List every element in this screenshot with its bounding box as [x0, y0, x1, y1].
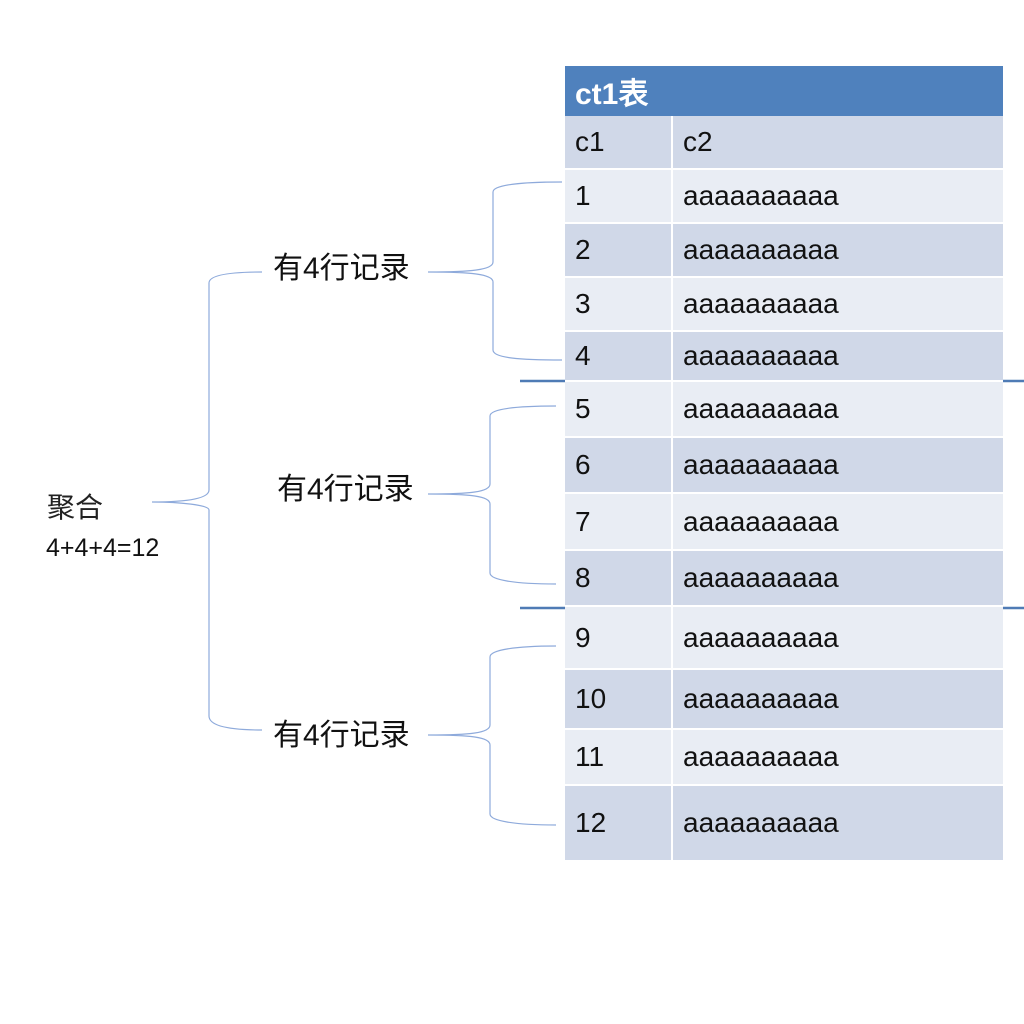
cell-c2: aaaaaaaaaa — [683, 621, 839, 653]
table-title: ct1表 — [565, 66, 1003, 116]
group-1-bracket — [427, 181, 563, 361]
group-label-2: 有4行记录 — [277, 473, 414, 506]
cell-c2: aaaaaaaaaa — [683, 393, 839, 424]
aggregate-formula: 4+4+4=12 — [46, 534, 160, 562]
cell-c2: aaaaaaaaaa — [683, 683, 839, 714]
table-body: 1 aaaaaaaaaa 2 aaaaaaaaaa 3 aaaaaaaaaa 4 aaaaaa… — [565, 170, 1003, 862]
cell-c2: aaaaaaaaaa — [683, 807, 839, 838]
table-header-row: c1 c2 — [565, 116, 1003, 170]
cell-c2: aaaaaaaaaa — [683, 741, 839, 772]
group-3-bracket — [427, 645, 557, 826]
cell-c2: aaaaaaaaaa — [683, 505, 839, 537]
cell-c1: 8 — [565, 551, 673, 605]
cell-c2: aaaaaaaaaa — [683, 340, 839, 371]
cell-c1: 7 — [565, 494, 673, 549]
cell-c1: 4 — [565, 332, 673, 380]
ct1-table: ct1表 c1 c2 1 aaaaaaaaaa 2 aaaaaaaaaa 3 aaaaaa… — [565, 66, 1003, 862]
aggregate-title: 聚合 — [47, 491, 104, 524]
cell-c1: 5 — [565, 382, 673, 436]
table-row: 3 aaaaaaaaaa — [565, 278, 1003, 332]
group-label-1: 有4行记录 — [273, 252, 410, 285]
cell-c2: aaaaaaaaaa — [683, 562, 839, 593]
table-row: 5 aaaaaaaaaa — [565, 382, 1003, 438]
cell-c1: 1 — [565, 170, 673, 222]
table-row: 11 aaaaaaaaaa — [565, 730, 1003, 786]
cell-c1: 11 — [565, 730, 673, 784]
header-c2: c2 — [683, 126, 713, 157]
aggregate-bracket — [151, 271, 263, 731]
header-c1: c1 — [565, 116, 673, 168]
cell-c2: aaaaaaaaaa — [683, 180, 839, 211]
table-row: 9 aaaaaaaaaa — [565, 607, 1003, 670]
table-row: 2 aaaaaaaaaa — [565, 224, 1003, 278]
table-row: 7 aaaaaaaaaa — [565, 494, 1003, 551]
cell-c1: 3 — [565, 278, 673, 330]
cell-c2: aaaaaaaaaa — [683, 449, 839, 480]
table-row: 4 aaaaaaaaaa — [565, 332, 1003, 382]
cell-c1: 10 — [565, 670, 673, 728]
cell-c2: aaaaaaaaaa — [683, 288, 839, 319]
table-row: 6 aaaaaaaaaa — [565, 438, 1003, 494]
table-row: 8 aaaaaaaaaa — [565, 551, 1003, 607]
table-row: 12 aaaaaaaaaa — [565, 786, 1003, 862]
cell-c1: 12 — [565, 786, 673, 860]
group-2-bracket — [427, 405, 557, 585]
cell-c1: 9 — [565, 607, 673, 668]
group-label-3: 有4行记录 — [273, 719, 410, 752]
cell-c1: 6 — [565, 438, 673, 492]
cell-c2: aaaaaaaaaa — [683, 234, 839, 265]
cell-c1: 2 — [565, 224, 673, 276]
table-row: 1 aaaaaaaaaa — [565, 170, 1003, 224]
table-row: 10 aaaaaaaaaa — [565, 670, 1003, 730]
